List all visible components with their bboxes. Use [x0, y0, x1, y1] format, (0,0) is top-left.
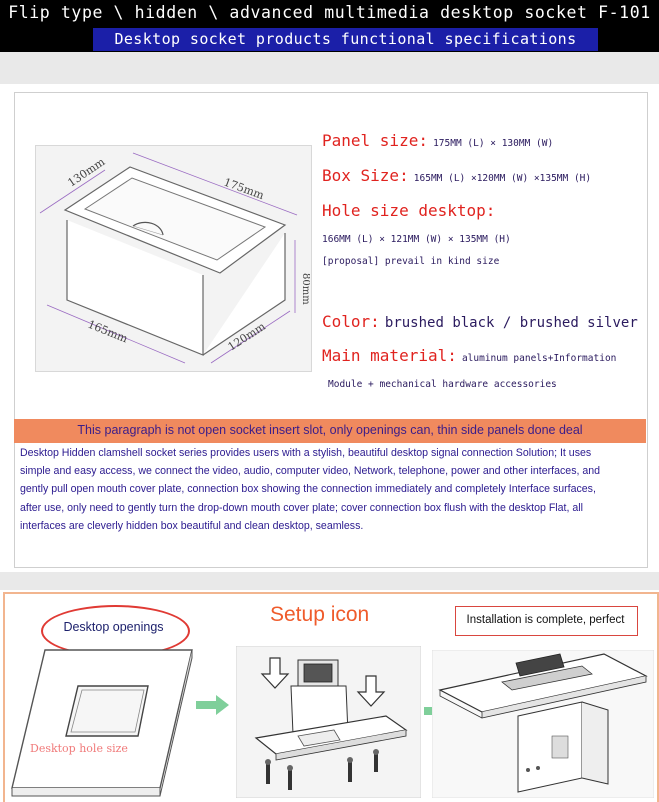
color-value: brushed black / brushed silver	[384, 315, 638, 331]
material-value: aluminum panels+Information	[461, 353, 617, 364]
desktop-openings-illustration	[11, 649, 193, 797]
box-size-label: Box Size:	[322, 166, 409, 185]
dim-height-label: 80mm	[300, 273, 310, 305]
separator-band	[0, 52, 659, 84]
box-diagram-drawing: 130mm 175mm 80mm 165mm 120mm	[39, 152, 310, 364]
installed-product-illustration	[432, 650, 654, 798]
material-value-continued: Module + mechanical hardware accessories	[328, 379, 557, 390]
panel-size-label: Panel size:	[322, 131, 428, 150]
separator-band-lower	[0, 572, 659, 590]
notice-band	[14, 419, 646, 443]
page-subtitle: Desktop socket products functional speci…	[114, 30, 577, 48]
hole-size-row: Hole size desktop:	[322, 201, 495, 220]
subtitle-band	[93, 28, 598, 51]
installation-illustration	[236, 646, 421, 798]
page-title: Flip type \ hidden \ advanced multimedia…	[8, 3, 651, 22]
box-size-value: 165MM (L) ×120MM (W) ×135MM (H)	[413, 173, 592, 184]
setup-title: Setup icon	[270, 603, 370, 626]
hole-size-label: Hole size desktop:	[322, 201, 496, 220]
material-row: Main material: aluminum panels+Informati…	[322, 346, 616, 365]
description-line: simple and easy access, we connect the v…	[20, 465, 601, 478]
description-line: interfaces are cleverly hidden box beaut…	[20, 519, 364, 532]
notice-text: This paragraph is not open socket insert…	[77, 423, 583, 437]
complete-callout-box	[455, 606, 638, 636]
description-line: gently pull open mouth cover plate, conn…	[20, 483, 596, 496]
panel-size-row: Panel size: 175MM (L) × 130MM (W)	[322, 131, 553, 150]
hole-size-value: 166MM (L) × 121MM (W) × 135MM (H)	[322, 234, 511, 245]
hole-size-note: [proposal] prevail in kind size	[322, 256, 500, 267]
color-row: Color: brushed black / brushed silver	[322, 312, 638, 331]
description-line: after use, only need to gently turn the …	[20, 501, 583, 514]
panel-size-value: 175MM (L) × 130MM (W)	[433, 138, 554, 149]
hole-size-caption: Desktop hole size	[30, 742, 128, 755]
complete-label: Installation is complete, perfect	[466, 614, 625, 626]
openings-label: Desktop openings	[63, 620, 164, 634]
box-size-row: Box Size: 165MM (L) ×120MM (W) ×135MM (H…	[322, 166, 591, 185]
color-label: Color:	[322, 312, 380, 331]
description-paragraph: Desktop Hidden clamshell socket series p…	[20, 444, 652, 535]
dim-length-label: 175mm	[222, 176, 266, 203]
arrow-right-icon	[196, 695, 229, 715]
setup-section-frame	[3, 592, 659, 802]
description-line: Desktop Hidden clamshell socket series p…	[20, 447, 592, 459]
material-label: Main material:	[322, 346, 457, 365]
